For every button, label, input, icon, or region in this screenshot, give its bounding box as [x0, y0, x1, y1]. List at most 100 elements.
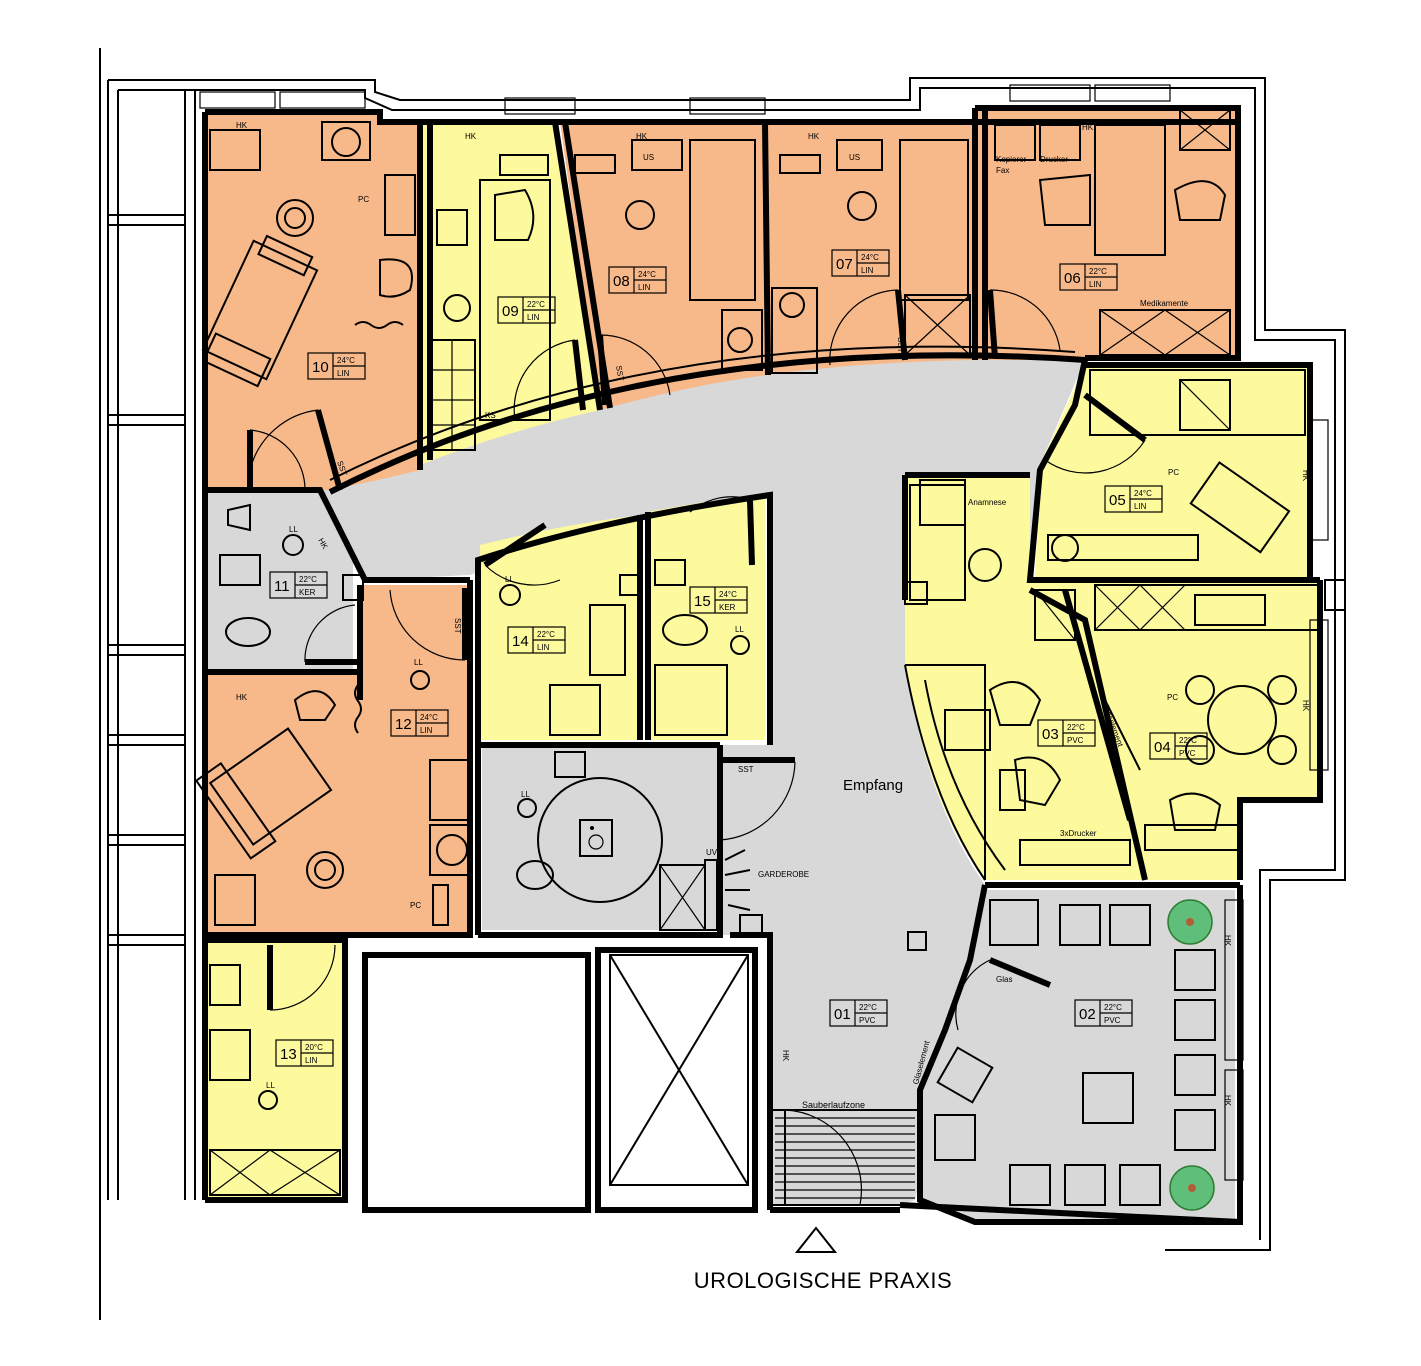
copier-label: Kopierer: [996, 155, 1027, 164]
radiator-label: HK: [808, 132, 820, 141]
room-number: 10: [312, 359, 329, 376]
radiator-label: HK: [781, 1050, 790, 1062]
room-temp: 22°C: [1104, 1003, 1122, 1012]
room-temp: 24°C: [638, 270, 656, 279]
ll-label: LL: [414, 658, 423, 667]
radiator-label: HK: [1082, 123, 1094, 132]
room-floor: LIN: [1089, 280, 1102, 289]
room-label-08: 08 24°C LIN: [608, 266, 667, 294]
room-temp: 22°C: [859, 1003, 877, 1012]
entrance-zone: [769, 1109, 921, 1253]
plan-title: UROLOGISCHE PRAXIS: [694, 1268, 952, 1293]
room-floor: PVC: [859, 1016, 876, 1025]
room-label-03: 03 22°C PVC: [1037, 719, 1096, 747]
room-02-fill: [920, 890, 1235, 1220]
room-label-14: 14 22°C LIN: [507, 626, 566, 654]
wardrobe-label: GARDEROBE: [758, 870, 809, 879]
room-number: 07: [836, 256, 853, 273]
doors: [247, 289, 1147, 1206]
room-floor: PVC: [1104, 1016, 1121, 1025]
room-number: 03: [1042, 726, 1059, 743]
room-number: 06: [1064, 270, 1081, 287]
room-number: 08: [613, 273, 630, 290]
ks-label: KS: [485, 411, 496, 420]
room-floor: PVC: [1067, 736, 1084, 745]
reception-label: Empfang: [843, 777, 903, 794]
room-15-fill: [648, 495, 765, 740]
room-temp: 20°C: [305, 1043, 323, 1052]
room-floor: LIN: [1134, 502, 1147, 511]
radiator-label: HK: [636, 132, 648, 141]
room-floor: LIN: [420, 726, 433, 735]
uv-label: UV: [706, 848, 718, 857]
room-temp: 24°C: [719, 590, 737, 599]
room-13-fill: [208, 940, 345, 1200]
sst-label: SST: [453, 618, 462, 634]
ll-label: LL: [266, 1081, 275, 1090]
room-labels: 01 22°C PVC 02 22°C PVC 03 22°C PVC 04 2…: [269, 249, 1208, 1067]
room-number: 11: [274, 578, 290, 595]
room-label-05: 05 24°C LIN: [1104, 485, 1163, 513]
doormat-zone-label: Sauberlaufzone: [802, 1100, 865, 1110]
room-07-fill: [768, 122, 975, 375]
room-label-15: 15 24°C KER: [689, 586, 748, 614]
pc-label: PC: [1167, 693, 1178, 702]
room-label-06: 06 22°C LIN: [1059, 263, 1118, 291]
room-floor: KER: [719, 603, 736, 612]
room-05-fill: [1035, 365, 1310, 580]
room-number: 12: [395, 716, 412, 733]
room-wc-fill: [482, 745, 718, 930]
ll-label: LL: [289, 525, 298, 534]
plant-icon: [1167, 899, 1215, 1211]
room-temp: 22°C: [537, 630, 555, 639]
wheelchair-icon: [588, 826, 604, 850]
room-label-09: 09 22°C LIN: [497, 296, 556, 324]
radiator-label: HK: [1223, 935, 1232, 947]
room-number: 05: [1109, 492, 1126, 509]
radiator-label: HK: [236, 121, 248, 130]
room-temp: 24°C: [420, 713, 438, 722]
pc-label: PC: [1168, 468, 1179, 477]
ultrasound-label: US: [643, 153, 654, 162]
ll-label: LL: [521, 790, 530, 799]
room-temp: 22°C: [1179, 736, 1197, 745]
room-label-12: 12 24°C LIN: [390, 709, 449, 737]
room-number: 15: [694, 593, 711, 610]
medication-label: Medikamente: [1140, 299, 1189, 308]
anamnesis-label: Anamnese: [968, 498, 1007, 507]
room-floor: LIN: [861, 266, 874, 275]
room-number: 04: [1154, 739, 1171, 756]
room-number: 14: [512, 633, 529, 650]
room-fills: [208, 108, 1320, 1220]
glass-label: Glas: [996, 975, 1012, 984]
room-10-fill: [208, 112, 420, 490]
room-floor: LIN: [638, 283, 651, 292]
corridor-fill: [330, 355, 1085, 1205]
room-label-07: 07 24°C LIN: [831, 249, 890, 277]
room-number: 13: [280, 1046, 297, 1063]
room-label-01: 01 22°C PVC: [829, 999, 888, 1027]
sst-label: SST: [738, 765, 754, 774]
radiator-label: HK: [1301, 470, 1310, 482]
printers-label: 3xDrucker: [1060, 829, 1097, 838]
ultrasound-label: US: [849, 153, 860, 162]
room-temp: 24°C: [1134, 489, 1152, 498]
room-number: 02: [1079, 1006, 1096, 1023]
room-floor: PVC: [1179, 749, 1196, 758]
pc-label: PC: [410, 901, 421, 910]
room-floor: LIN: [337, 369, 350, 378]
furniture: [194, 109, 1346, 1206]
room-label-11: 11 22°C KER: [269, 571, 328, 599]
sst-label: SST: [896, 337, 905, 353]
radiator-label: HK: [236, 693, 248, 702]
printer-label: Drucker: [1040, 155, 1068, 164]
room-09-fill: [420, 122, 600, 465]
room-temp: 24°C: [337, 356, 355, 365]
room-number: 01: [834, 1006, 851, 1023]
radiator-label: HK: [465, 132, 477, 141]
ll-label: LL: [735, 625, 744, 634]
room-temp: 22°C: [1089, 267, 1107, 276]
pc-label: PC: [358, 195, 369, 204]
room-number: 09: [502, 303, 519, 320]
